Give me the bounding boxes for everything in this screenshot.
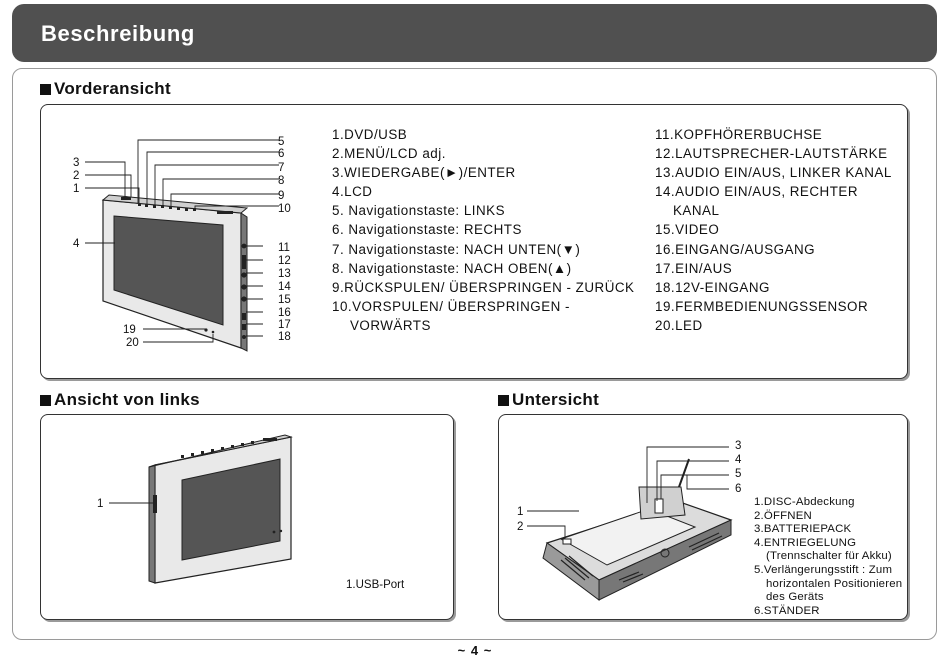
list-item: 1.DISC-Abdeckung (754, 496, 855, 508)
list-item: 17.EIN/AUS (655, 260, 733, 276)
callout-20: 20 (126, 337, 139, 349)
list-item: 6.STÄNDER (754, 604, 820, 617)
front-view-list-right: 11.KOPFHÖRERBUCHSE 12.LAUTSPRECHER-LAUTS… (655, 125, 892, 335)
page-header: Beschreibung (12, 4, 937, 62)
front-view-list-left: 1.DVD/USB 2.MENÜ/LCD adj. 3.WIEDERGABE(►… (332, 125, 634, 335)
bottom-view-device-diagram: 1 2 3 4 5 6 (517, 440, 742, 601)
page-title: Beschreibung (41, 21, 195, 46)
callout-18: 18 (278, 331, 291, 343)
list-item: 7. Navigationstaste: NACH UNTEN(▼) (332, 241, 581, 257)
list-item: 1.DVD/USB (332, 127, 408, 142)
list-item: 2.ÖFFNEN (754, 509, 812, 522)
left-view-panel: 1 (40, 414, 454, 620)
front-view-title: Vorderansicht (54, 79, 171, 98)
content-frame (12, 68, 937, 640)
callout-8: 8 (278, 175, 284, 187)
callout-1: 1 (97, 498, 103, 510)
list-item-continuation: VORWÄRTS (350, 317, 431, 333)
front-view-device-diagram: 5 6 7 8 9 10 3 2 1 4 11 12 13 14 15 16 1… (73, 136, 291, 352)
list-item: 3.WIEDERGABE(►)/ENTER (332, 165, 516, 181)
callout-17: 17 (278, 319, 291, 331)
callout-5: 5 (735, 468, 741, 480)
list-item: 18.12V-EINGANG (655, 279, 770, 295)
callout-5: 5 (278, 136, 284, 148)
list-item: 4.LCD (332, 184, 373, 200)
list-item: 12.LAUTSPRECHER-LAUTSTÄRKE (655, 146, 888, 162)
list-item: 15.VIDEO (655, 222, 720, 238)
callout-3: 3 (73, 157, 79, 169)
list-item: 14.AUDIO EIN/AUS, RECHTER (655, 184, 858, 200)
callout-2: 2 (517, 521, 523, 533)
list-item: 9.RÜCKSPULEN/ ÜBERSPRINGEN - ZURÜCK (332, 279, 635, 295)
callout-10: 10 (278, 203, 291, 215)
callout-3: 3 (735, 440, 741, 452)
bottom-view-panel: 1 2 3 4 5 6 1.DISC-Abdeckung 2.ÖFFNEN 3.… (498, 414, 908, 620)
bottom-view-heading: Untersicht (498, 390, 599, 410)
callout-6: 6 (735, 483, 741, 495)
list-item: 2.MENÜ/LCD adj. (332, 146, 446, 162)
callout-15: 15 (278, 294, 291, 306)
list-item: 11.KOPFHÖRERBUCHSE (655, 127, 823, 142)
callout-4: 4 (735, 454, 742, 466)
callout-1: 1 (517, 506, 523, 518)
list-item: 5. Navigationstaste: LINKS (332, 203, 506, 219)
callout-19: 19 (123, 324, 136, 336)
list-item: 3.BATTERIEPACK (754, 523, 852, 536)
list-item: 13.AUDIO EIN/AUS, LINKER KANAL (655, 165, 892, 181)
usb-port-caption: 1.USB-Port (346, 579, 405, 591)
callout-9: 9 (278, 190, 284, 202)
list-item: 16.EINGANG/AUSGANG (655, 241, 816, 257)
left-view-device-diagram: 1 (97, 434, 293, 584)
callout-13: 13 (278, 268, 291, 280)
list-item-continuation: (Trennschalter für Akku) (766, 550, 892, 563)
list-item: 8. Navigationstaste: NACH OBEN(▲) (332, 260, 572, 276)
list-item: 6. Navigationstaste: RECHTS (332, 222, 522, 238)
list-item-continuation: horizontalen Positionieren (766, 577, 903, 590)
list-item-continuation: des Geräts (766, 591, 824, 604)
square-bullet-icon (40, 83, 51, 95)
bottom-view-list: 1.DISC-Abdeckung 2.ÖFFNEN 3.BATTERIEPACK… (754, 496, 902, 618)
callout-11: 11 (278, 242, 290, 254)
callout-1: 1 (73, 183, 79, 195)
list-item: 20.LED (655, 317, 703, 333)
left-view-title: Ansicht von links (54, 390, 200, 409)
callout-14: 14 (278, 281, 291, 293)
callout-16: 16 (278, 307, 291, 319)
square-bullet-icon (498, 394, 509, 406)
front-view-heading: Vorderansicht (40, 79, 171, 99)
callout-7: 7 (278, 162, 284, 174)
square-bullet-icon (40, 394, 51, 406)
front-view-panel: 5 6 7 8 9 10 3 2 1 4 11 12 13 14 15 16 1… (40, 104, 908, 379)
left-view-heading: Ansicht von links (40, 390, 200, 410)
list-item-continuation: KANAL (673, 203, 720, 219)
callout-12: 12 (278, 255, 291, 267)
list-item: 19.FERMBEDIENUNGSSENSOR (655, 298, 869, 314)
list-item: 4.ENTRIEGELUNG (754, 536, 857, 549)
page-number: ~ 4 ~ (457, 643, 493, 658)
callout-2: 2 (73, 170, 79, 182)
bottom-view-title: Untersicht (512, 390, 600, 409)
list-item: 10.VORSPULEN/ ÜBERSPRINGEN - (332, 298, 570, 314)
callout-6: 6 (278, 148, 284, 160)
list-item: 5.Verlängerungsstift : Zum (754, 563, 893, 576)
callout-4: 4 (73, 238, 80, 250)
